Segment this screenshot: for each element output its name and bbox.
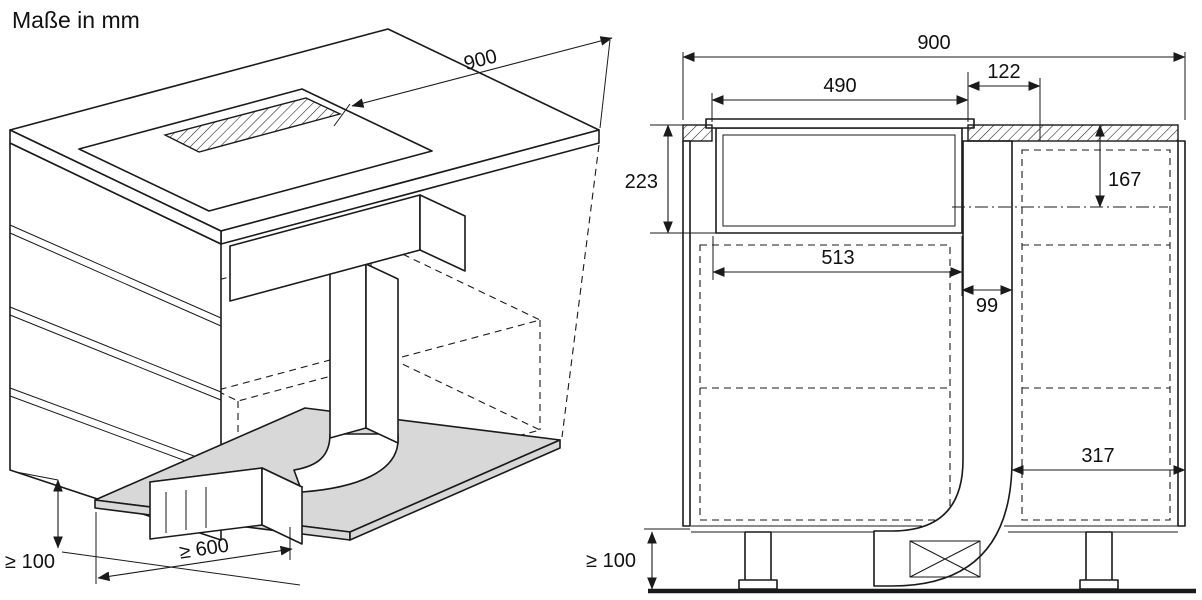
dim-outlet-depth: 167: [1095, 124, 1141, 208]
dim-duct-offset: 317: [1011, 445, 1186, 475]
dim-duct-width: 99: [961, 285, 1013, 317]
section-view: 900 490 122 223 167: [586, 32, 1196, 594]
dim-cutout-width-label: 490: [823, 75, 856, 97]
perspective-view: 900 ≥ 100 ≥ 600: [5, 28, 613, 586]
drawing-title: Maße in mm: [12, 7, 140, 33]
dim-plinth-section: ≥ 100: [586, 528, 690, 590]
dim-plinth-perspective-label: ≥ 100: [5, 551, 55, 573]
hob-housing: [229, 194, 466, 302]
section-cabinet: [648, 140, 1196, 594]
dim-body-width-label: 513: [821, 247, 854, 269]
exhaust-duct: [329, 263, 399, 444]
dim-install-depth: 223: [625, 124, 718, 234]
section-exhaust-duct: [873, 140, 1013, 587]
dim-total-width: 900: [682, 32, 1186, 120]
section-hob-unit: [705, 118, 975, 234]
dim-duct-offset-label: 317: [1081, 445, 1114, 467]
dim-cutout-width: 490: [711, 72, 969, 122]
flat-duct-channel: [149, 467, 303, 545]
dim-outlet-depth-label: 167: [1108, 169, 1141, 191]
section-outlet-grille: [909, 540, 981, 578]
duct-elbow: [293, 433, 399, 493]
dim-body-width: 513: [712, 236, 963, 296]
cabinet-leg-left: [744, 531, 772, 583]
dim-right-clearance-label: 122: [987, 61, 1020, 83]
section-worktop: [682, 124, 1179, 142]
dim-install-depth-label: 223: [625, 171, 658, 193]
dim-worktop-width-label: 900: [462, 45, 500, 75]
dim-right-clearance: 122: [967, 61, 1041, 141]
vent-grille: [163, 97, 343, 153]
dim-plinth-section-label: ≥ 100: [586, 550, 636, 572]
dim-duct-width-label: 99: [976, 295, 998, 317]
hob-unit-perspective: [78, 88, 433, 212]
cabinet-leg-right: [1085, 531, 1113, 583]
dim-total-width-label: 900: [917, 32, 950, 54]
